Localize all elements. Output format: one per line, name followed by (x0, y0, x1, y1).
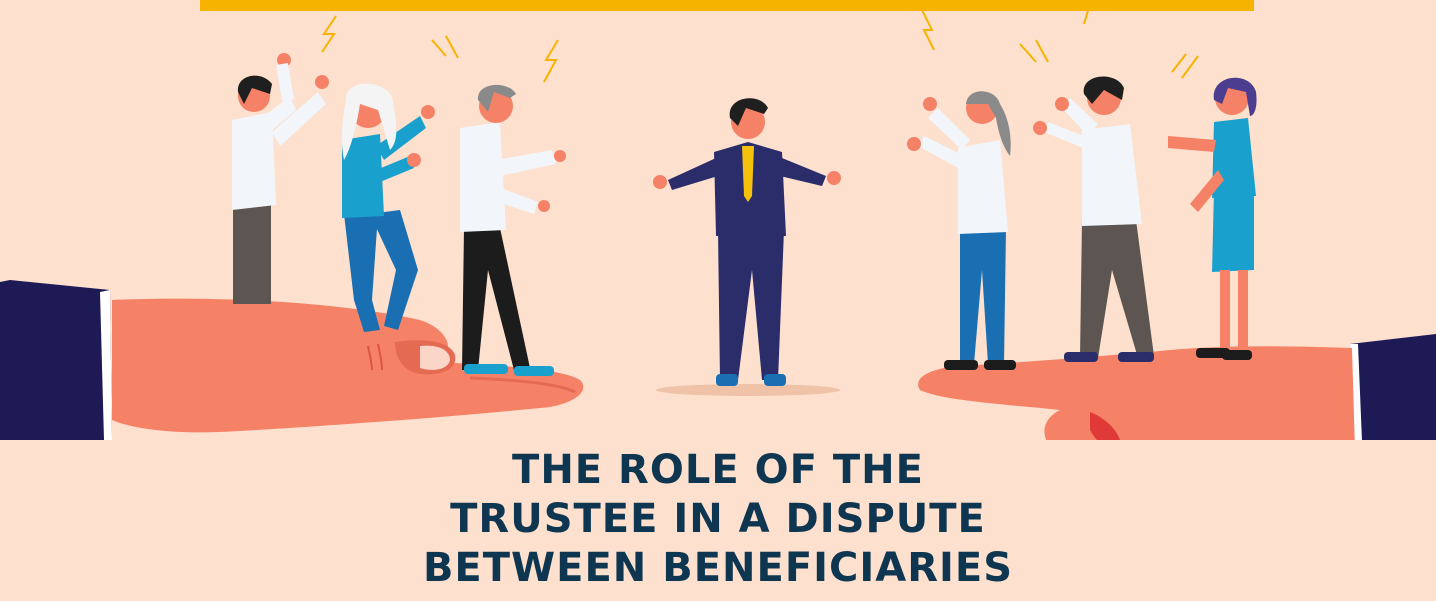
headline: THE ROLE OF THE TRUSTEE IN A DISPUTE BET… (0, 446, 1436, 593)
right-knuckle-shade (1090, 412, 1120, 440)
headline-line-2: TRUSTEE IN A DISPUTE (450, 496, 986, 542)
trustee-figure (653, 98, 841, 396)
angry-man-right (1033, 76, 1154, 362)
left-cuff (100, 290, 112, 440)
left-thumbnail (420, 345, 450, 370)
angry-man-pointing (460, 84, 566, 376)
illustration-art (0, 3, 1436, 440)
right-sleeve (1350, 334, 1436, 440)
left-hand (0, 280, 584, 440)
lightning-bolt-icon (321, 3, 1091, 83)
left-sleeve (0, 280, 112, 440)
angry-woman-right (907, 91, 1016, 370)
right-palm (918, 346, 1355, 440)
headline-line-1: THE ROLE OF THE (512, 447, 924, 493)
angry-woman-left (341, 83, 435, 332)
angry-man-left (232, 53, 329, 304)
top-banner (200, 0, 1254, 11)
right-hand (918, 334, 1436, 440)
headline-line-3: BETWEEN BENEFICIARIES (422, 545, 1014, 591)
anger-lines-icon (431, 35, 1199, 79)
left-palm (112, 298, 584, 433)
angry-woman-dress (1168, 77, 1257, 360)
